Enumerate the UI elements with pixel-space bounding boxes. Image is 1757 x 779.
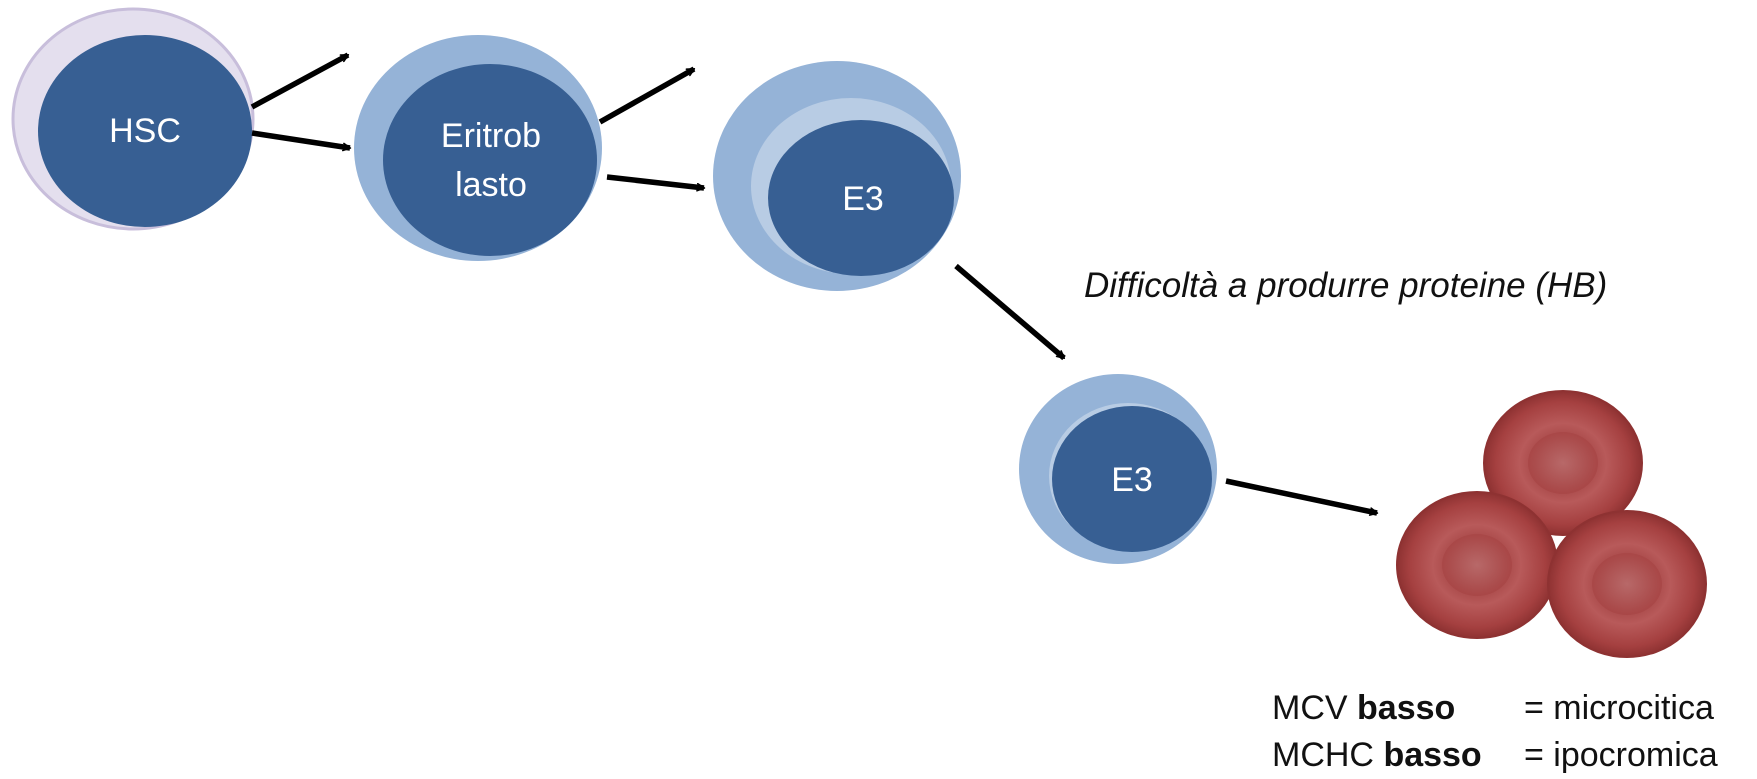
arrow-hsc-to-eritroblasto [251,130,352,152]
red-blood-cell-left [1396,491,1558,639]
e3-first-label: E3 [842,180,884,218]
arrow-hsc-upward [250,52,350,110]
eritroblasto-nucleus [383,64,597,256]
hsc-cell: HSC [11,7,255,231]
legend-meaning-ipocromica: = ipocromica [1524,736,1718,774]
red-blood-cells [1396,390,1707,658]
arrow-e3-to-red-cells [1225,478,1379,516]
red-blood-cell-top [1483,390,1643,536]
legend-qualifier: basso [1383,736,1482,774]
legend-term-name: MCHC [1272,736,1374,774]
red-blood-cell-right [1547,510,1707,658]
legend-term-name: MCV [1272,689,1348,727]
eritroblasto-label-line1: Eritrob [441,117,541,155]
hsc-label: HSC [109,112,181,150]
arrow-eritroblasto-to-e3 [606,174,706,192]
legend-meaning-microcitica: = microcitica [1524,689,1714,727]
e3-cell-first: E3 [713,61,961,291]
protein-difficulty-caption: Difficoltà a produrre proteine (HB) [1084,266,1608,305]
legend-term-mchc: MCHC basso [1272,732,1482,779]
arrow-e3-to-e3 [954,263,1066,361]
e3-second-nucleus [1052,406,1212,552]
legend-qualifier: basso [1357,689,1456,727]
arrows [250,52,1379,516]
eritroblasto-cell: Eritrob lasto [354,35,602,261]
legend-term-mcv: MCV basso [1272,685,1455,732]
arrow-eritroblasto-upward [598,66,696,125]
e3-second-label: E3 [1111,461,1153,499]
e3-first-nucleus [768,120,954,276]
hsc-nucleus [38,35,252,227]
e3-cell-second: E3 [1019,374,1217,564]
eritroblasto-label-line2: lasto [455,166,527,204]
